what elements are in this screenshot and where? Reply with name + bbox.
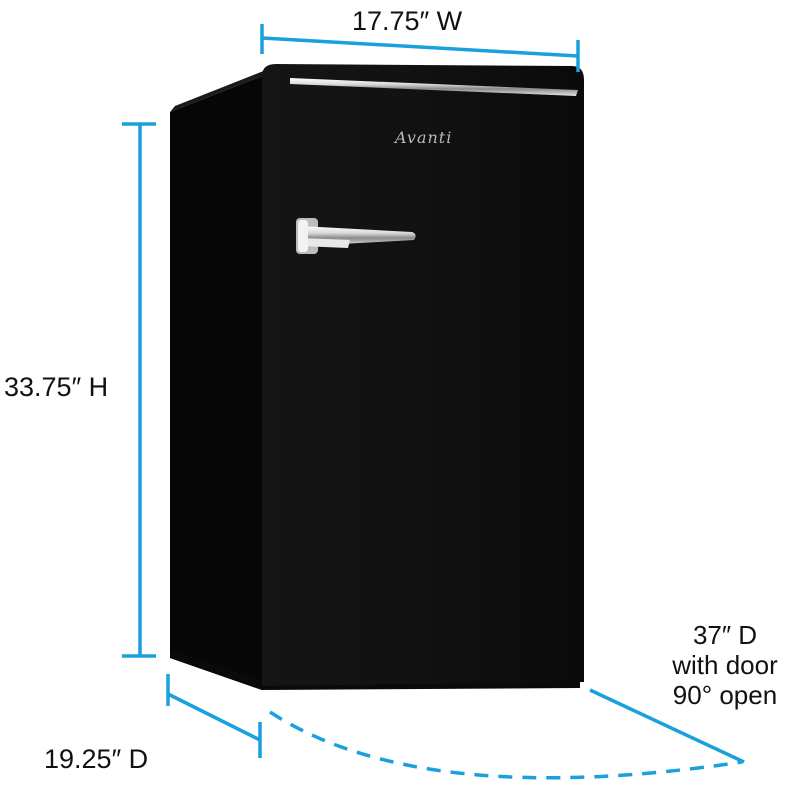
open-depth-line-1: 37″ D [692, 620, 758, 650]
height-dimension-line [122, 122, 156, 658]
fridge-door [262, 64, 584, 686]
chrome-door-handle-icon [296, 218, 416, 254]
fridge-top-edge [170, 70, 266, 112]
brand-logo: Avanti [395, 128, 453, 147]
open-door-depth-label: 37″ D with door 90° open [650, 620, 800, 710]
open-depth-line-2: with door [672, 650, 778, 680]
fridge-side-panel [170, 76, 262, 690]
fridge-top-trim [290, 78, 578, 96]
open-depth-line-3: 90° open [672, 680, 778, 710]
height-label: 33.75″ H [4, 372, 109, 402]
width-label: 17.75″ W [352, 6, 463, 36]
depth-dimension-line [166, 674, 262, 758]
width-dimension-line [260, 24, 580, 72]
door-swing-dimension [269, 688, 745, 780]
depth-label: 19.25″ D [44, 744, 149, 774]
